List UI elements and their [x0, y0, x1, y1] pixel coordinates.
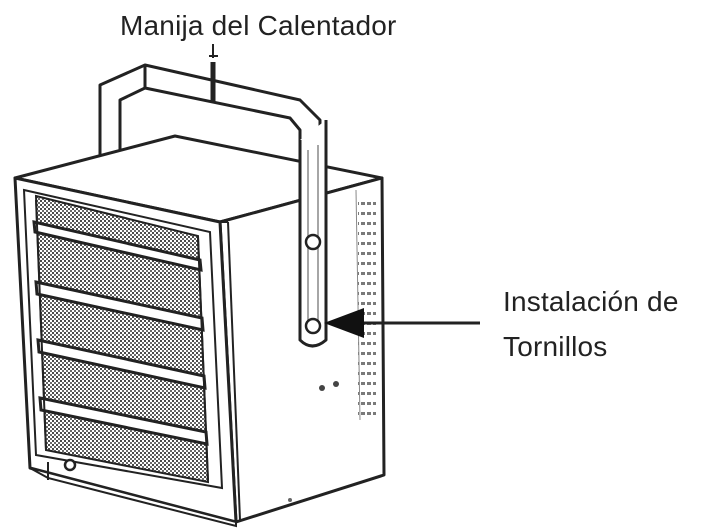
screws-label-line1: Instalación de [503, 286, 679, 317]
heater-handle [98, 63, 322, 172]
handle-label: Manija del Calentador [120, 10, 397, 41]
screw-pointer-arrow [324, 308, 480, 338]
side-vents [358, 200, 376, 418]
upper-screw [304, 233, 322, 251]
screws-label-line2: Tornillos [503, 331, 608, 362]
heater-base [29, 467, 237, 528]
base-screw [63, 458, 77, 472]
lower-screw [304, 317, 322, 335]
screws-label: Instalación de Tornillos [503, 284, 679, 364]
mounting-bracket [298, 120, 328, 348]
louver-slats [32, 220, 209, 446]
